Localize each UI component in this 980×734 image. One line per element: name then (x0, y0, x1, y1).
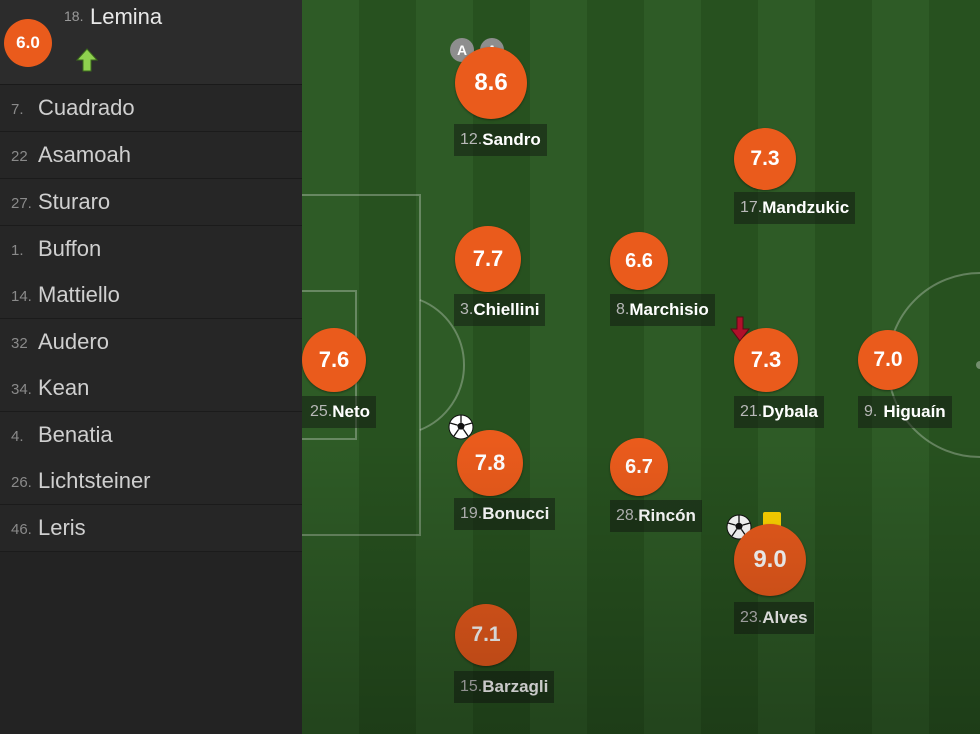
player-bonucci[interactable]: 7.8 19.Bonucci (448, 414, 608, 534)
player-number: 14. (11, 288, 32, 305)
bench-item[interactable]: 4. Benatia (0, 412, 302, 459)
player-label: 28.Rincón (610, 500, 702, 532)
player-name: Leris (38, 515, 86, 540)
player-number: 9. (864, 403, 878, 420)
player-name: Kean (38, 375, 90, 400)
rating-bubble: 7.6 (302, 328, 366, 392)
player-number: 8. (616, 301, 630, 318)
player-name: Rincón (638, 506, 696, 525)
player-number: 34. (11, 381, 32, 398)
rating-bubble: 7.7 (455, 226, 521, 292)
bench-item[interactable]: 34. Kean (0, 365, 302, 412)
player-label: 25.Neto (302, 396, 377, 428)
player-number: 23. (740, 609, 763, 626)
player-name: Barzagli (482, 677, 549, 696)
player-number: 22 (11, 148, 28, 165)
player-number: 3. (460, 301, 474, 318)
bench-sidebar: 6.0 18. Lemina 7. Cuadrado 22 Asamoah 27. S… (0, 0, 302, 734)
player-number: 26. (11, 474, 32, 491)
bench-item[interactable]: 1. Buffon (0, 226, 302, 273)
player-label: 3.Chiellini (454, 294, 546, 326)
player-number: 4. (11, 428, 24, 445)
rating-bubble: 8.6 (455, 47, 527, 119)
player-marchisio[interactable]: 6.6 8.Marchisio (610, 230, 770, 350)
rating-bubble: 7.8 (457, 430, 523, 496)
player-number: 15. (460, 678, 483, 695)
player-name: Buffon (38, 236, 102, 261)
substitute-player[interactable]: 6.0 18. Lemina (0, 0, 302, 85)
goal-ball-icon (448, 414, 474, 440)
player-name: Sturaro (38, 189, 111, 214)
bench-item[interactable]: 14. Mattiello (0, 272, 302, 319)
rating-bubble: 6.0 (4, 19, 52, 67)
bench-item[interactable]: 32 Audero (0, 319, 302, 366)
player-number: 19. (460, 505, 483, 522)
player-label: 23.Alves (734, 602, 814, 634)
player-dybala[interactable]: 7.3 21.Dybala (730, 314, 894, 434)
player-barzagli[interactable]: 7.1 15.Barzagli (454, 604, 614, 724)
player-number: 12. (460, 131, 483, 148)
player-number: 25. (310, 403, 333, 420)
player-number: 27. (11, 195, 32, 212)
player-name: Audero (38, 329, 109, 354)
rating-bubble: 6.7 (610, 438, 668, 496)
player-name: Cuadrado (38, 95, 135, 120)
rating-bubble: 7.3 (734, 128, 796, 190)
player-rincon[interactable]: 6.7 28.Rincón (610, 438, 770, 558)
player-name: Neto (332, 402, 371, 421)
player-name: Sandro (482, 130, 541, 149)
player-neto[interactable]: 7.6 25.Neto (302, 328, 462, 448)
player-name: Mattiello (38, 282, 120, 307)
player-name: Lichtsteiner (38, 468, 151, 493)
player-label: 9. Higuaín (858, 396, 952, 428)
player-label: 12.Sandro (454, 124, 547, 156)
player-name: Mandzukic (762, 198, 850, 217)
player-name: Benatia (38, 422, 113, 447)
player-name: Higuaín (883, 402, 946, 421)
player-number: 7. (11, 101, 24, 118)
bench-item[interactable]: 7. Cuadrado (0, 85, 302, 132)
sub-in-arrow-icon (76, 48, 98, 72)
player-name: Lemina (90, 4, 163, 29)
player-name: Asamoah (38, 142, 131, 167)
bench-item[interactable]: 22 Asamoah (0, 132, 302, 179)
player-name: Bonucci (482, 504, 550, 523)
rating-bubble: 7.0 (858, 330, 918, 390)
rating-bubble: 6.6 (610, 232, 668, 290)
player-label: 19.Bonucci (454, 498, 556, 530)
player-name: Dybala (762, 402, 818, 421)
player-number: 46. (11, 521, 32, 538)
player-number: 18. (64, 8, 84, 24)
bench-item[interactable]: 27. Sturaro (0, 179, 302, 226)
pitch: A A 8.6 12.Sandro 7.3 17.Mandzukic 7.7 3… (302, 0, 980, 734)
rating-bubble: 7.1 (455, 604, 517, 666)
player-higuain[interactable]: 7.0 9. Higuaín (858, 330, 980, 450)
player-label: 15.Barzagli (454, 671, 555, 703)
player-chiellini[interactable]: 7.7 3.Chiellini (454, 222, 614, 342)
player-name: Alves (762, 608, 808, 627)
player-mandzukic[interactable]: 7.3 17.Mandzukic (734, 124, 894, 244)
rating-bubble: 7.3 (734, 328, 798, 392)
player-label: 21.Dybala (734, 396, 824, 428)
player-alves[interactable]: 9.0 23.Alves (726, 510, 886, 634)
player-number: 1. (11, 242, 24, 259)
player-sandro[interactable]: A A 8.6 12.Sandro (450, 36, 614, 156)
player-name: Marchisio (629, 300, 709, 319)
player-name: Chiellini (473, 300, 540, 319)
bench-item[interactable]: 46. Leris (0, 505, 302, 552)
player-number: 28. (616, 507, 639, 524)
bench-item[interactable]: 26. Lichtsteiner (0, 458, 302, 505)
player-number: 21. (740, 403, 763, 420)
rating-bubble: 9.0 (734, 524, 806, 596)
player-label: 8.Marchisio (610, 294, 715, 326)
player-number: 17. (740, 199, 763, 216)
player-number: 32 (11, 335, 28, 352)
player-label: 17.Mandzukic (734, 192, 856, 224)
